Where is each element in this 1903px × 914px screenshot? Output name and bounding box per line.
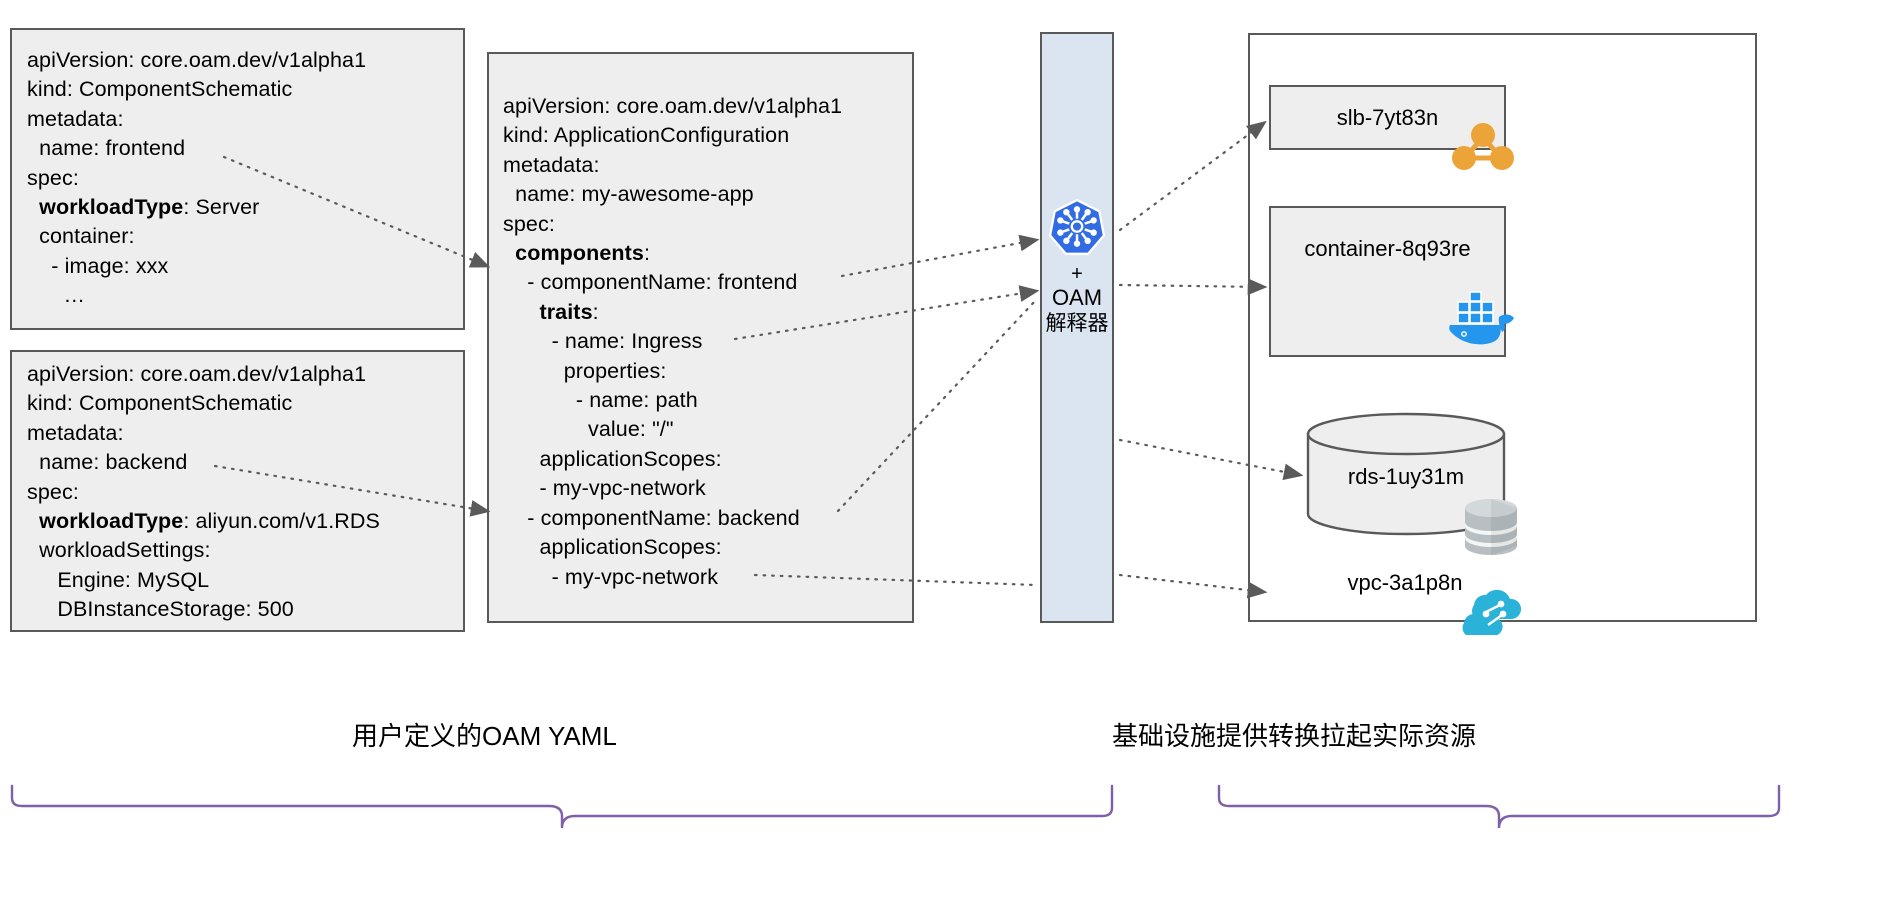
yaml-key-bold: workloadType	[39, 195, 184, 220]
yaml-line: - name: path	[503, 388, 698, 413]
connector-oam-to-vpc	[1118, 573, 1268, 599]
yaml-line: spec:	[27, 165, 79, 190]
yaml-line: properties:	[503, 358, 667, 383]
yaml-line: workloadType: aliyun.com/v1.RDS	[39, 509, 380, 534]
yaml-line: applicationScopes:	[503, 446, 722, 471]
yaml-key-bold: workloadType	[39, 509, 184, 534]
yaml-line: metadata:	[503, 152, 600, 177]
brace-right	[1217, 784, 1781, 829]
yaml-line: DBInstanceStorage: 500	[27, 597, 294, 622]
resource-vpc-label: vpc-3a1p8n	[1347, 570, 1463, 595]
docker-whale-icon	[1444, 291, 1520, 354]
backend-yaml-text: apiVersion: core.oam.dev/v1alpha1 kind: C…	[27, 360, 380, 625]
kubernetes-logo-icon	[1040, 196, 1114, 263]
resource-slb-label: slb-7yt83n	[1336, 104, 1439, 130]
yaml-line: kind: ComponentSchematic	[27, 391, 293, 416]
resource-vpc-wrap: vpc-3a1p8n	[1285, 570, 1525, 596]
application-configuration-yaml-text: apiVersion: core.oam.dev/v1alpha1 kind: A…	[503, 92, 842, 592]
resource-rds-cylinder: rds-1uy31m	[1305, 412, 1507, 536]
yaml-line: metadata:	[27, 420, 124, 445]
yaml-line: name: backend	[27, 450, 188, 475]
resource-rds-label: rds-1uy31m	[1347, 464, 1465, 489]
yaml-line: - componentName: frontend	[503, 270, 798, 295]
yaml-line: name: frontend	[27, 136, 186, 161]
caption-left: 用户定义的OAM YAML	[352, 721, 617, 751]
oam-plus-symbol: +	[1071, 263, 1083, 285]
yaml-line: - name: Ingress	[503, 329, 703, 354]
yaml-key-bold: components	[515, 241, 644, 266]
vpc-cloud-icon	[1458, 583, 1528, 644]
yaml-line: workloadType: Server	[39, 195, 260, 220]
database-stack-icon	[1460, 496, 1522, 563]
resource-container-label: container-8q93re	[1304, 236, 1471, 261]
yaml-line: kind: ApplicationConfiguration	[503, 123, 790, 148]
yaml-line: apiVersion: core.oam.dev/v1alpha1	[27, 362, 367, 386]
yaml-line: components:	[515, 241, 651, 266]
connector-oam-to-slb	[1118, 120, 1267, 232]
slb-icon	[1452, 120, 1514, 177]
yaml-line: - my-vpc-network	[503, 476, 706, 501]
yaml-line: apiVersion: core.oam.dev/v1alpha1	[27, 48, 367, 72]
yaml-line: - image: xxx	[27, 253, 169, 278]
yaml-line: metadata:	[27, 106, 124, 131]
yaml-line: spec:	[27, 479, 79, 504]
yaml-line: kind: ComponentSchematic	[27, 77, 293, 102]
yaml-line: name: my-awesome-app	[503, 182, 754, 207]
oam-sublabel: 解释器	[1045, 312, 1109, 335]
yaml-line: value: "/"	[503, 417, 674, 442]
caption-right: 基础设施提供转换拉起实际资源	[1112, 721, 1477, 751]
frontend-yaml-text: apiVersion: core.oam.dev/v1alpha1 kind: C…	[27, 46, 366, 311]
yaml-line: - componentName: backend	[503, 505, 800, 530]
yaml-line: apiVersion: core.oam.dev/v1alpha1	[503, 94, 843, 118]
yaml-key-bold: traits	[539, 299, 593, 324]
yaml-line: traits:	[539, 299, 599, 324]
oam-interpreter-column	[1040, 32, 1114, 623]
yaml-line: applicationScopes:	[503, 535, 722, 560]
brace-left	[10, 784, 1114, 829]
yaml-line: …	[27, 283, 86, 308]
resource-slb-box: slb-7yt83n	[1269, 85, 1506, 150]
oam-label: OAM	[1051, 285, 1103, 310]
yaml-line: workloadSettings:	[27, 538, 211, 563]
oam-interpreter-stack: + OAM 解释器	[1040, 196, 1114, 337]
yaml-line: Engine: MySQL	[27, 567, 210, 592]
yaml-line: container:	[27, 224, 135, 249]
connector-oam-to-container	[1118, 278, 1268, 296]
yaml-line: - my-vpc-network	[503, 564, 719, 589]
yaml-line: spec:	[503, 211, 555, 236]
